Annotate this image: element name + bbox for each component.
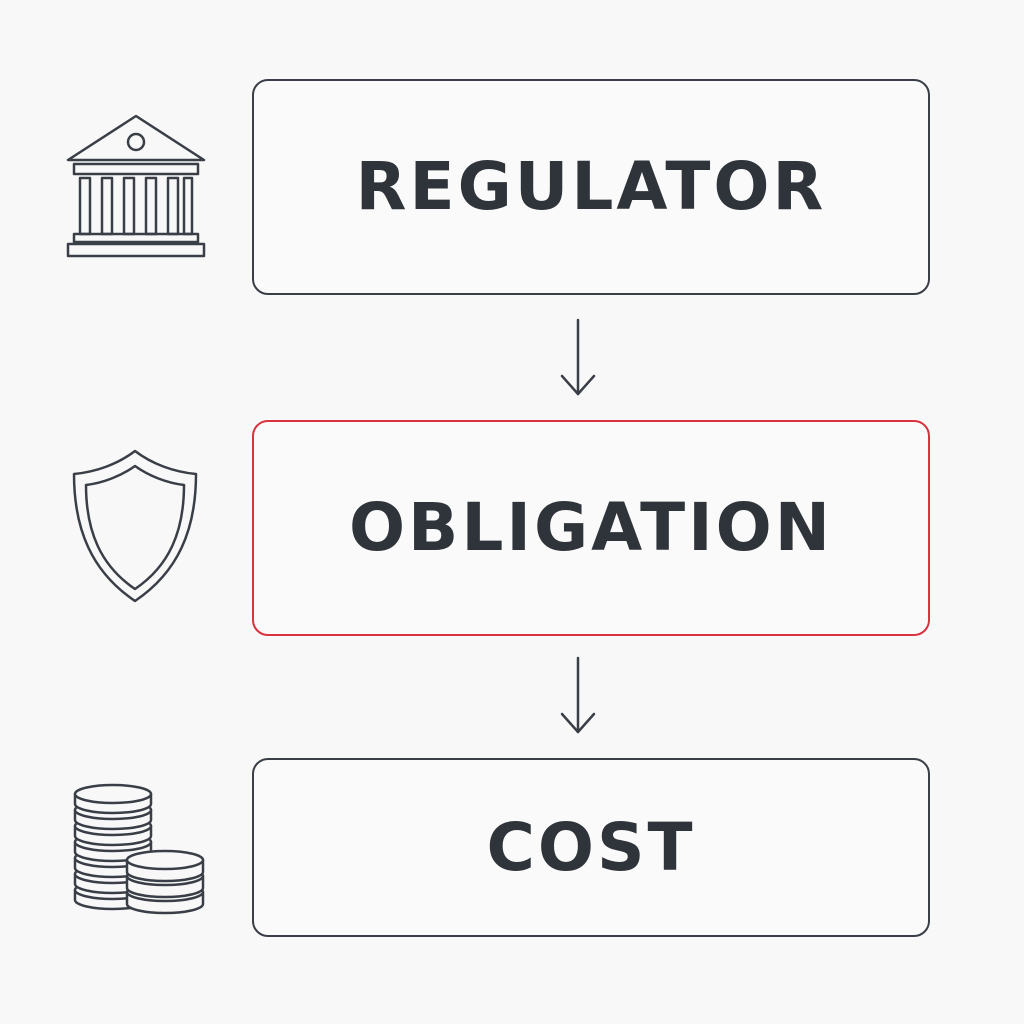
obligation-box: OBLIGATION xyxy=(252,420,930,636)
coin-stack-icon xyxy=(73,783,205,915)
cost-box: COST xyxy=(252,758,930,937)
shield-icon xyxy=(72,449,198,603)
obligation-label: OBLIGATION xyxy=(348,489,834,566)
regulator-label: REGULATOR xyxy=(355,148,827,225)
cost-label: COST xyxy=(486,808,696,886)
regulator-box: REGULATOR xyxy=(252,79,930,295)
arrow-down-icon xyxy=(560,656,596,734)
bank-building-icon xyxy=(66,114,206,258)
arrow-down-icon xyxy=(560,318,596,396)
